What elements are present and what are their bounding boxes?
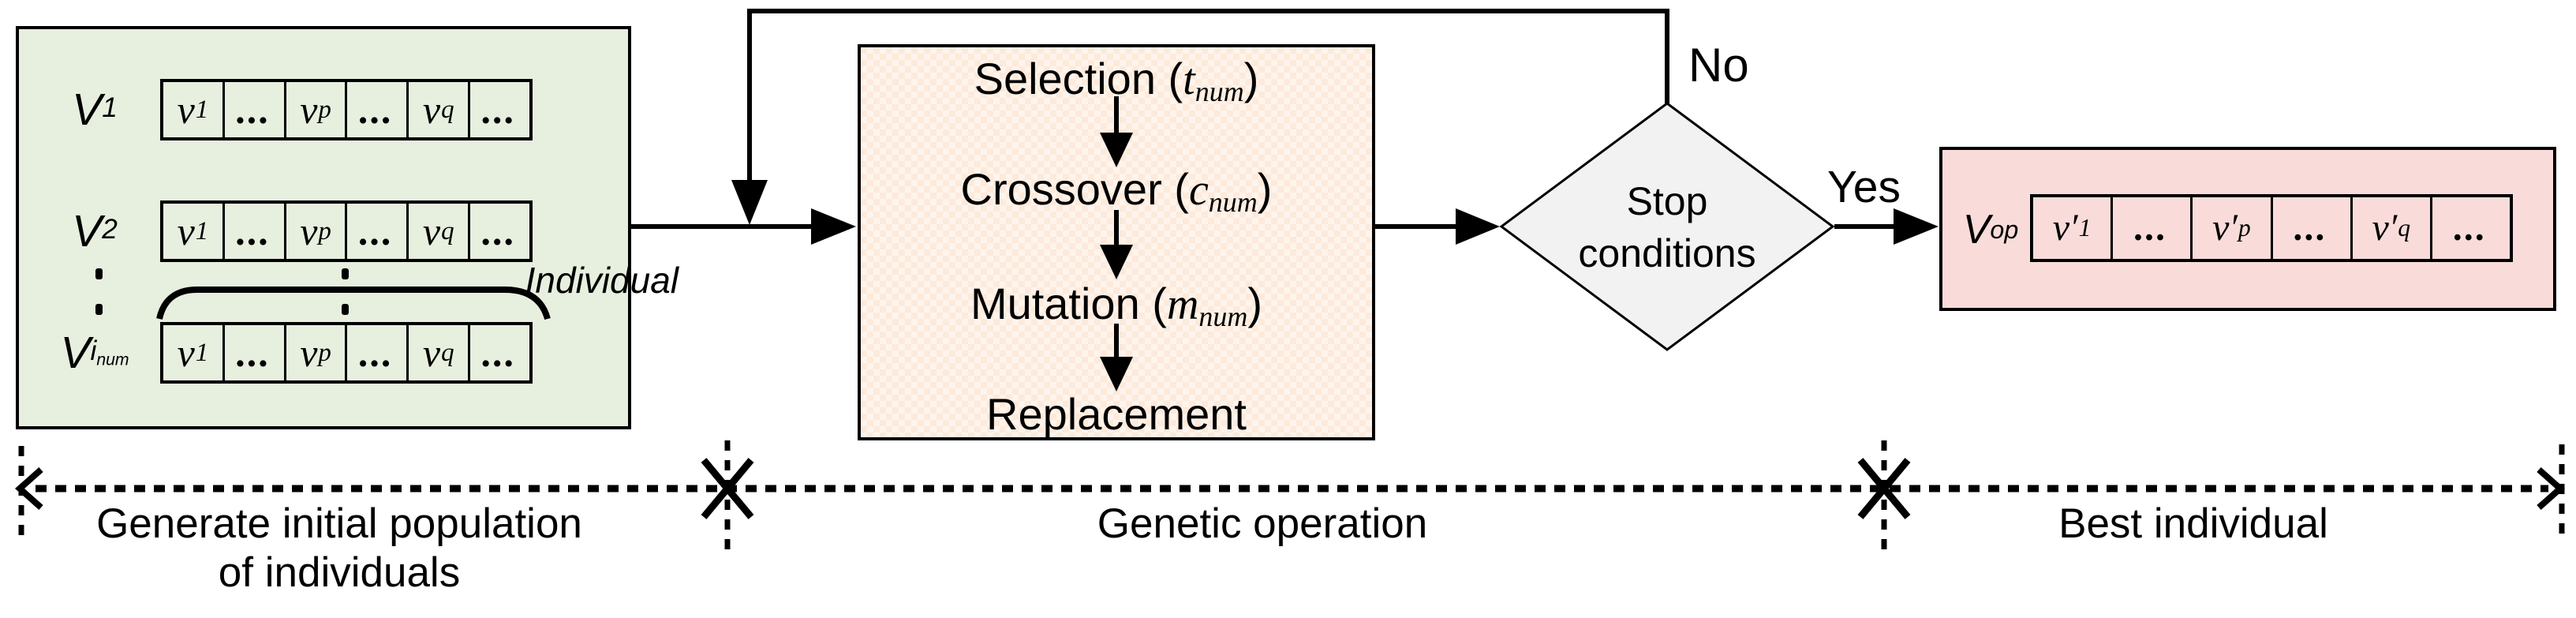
gene-cell-ellipsis: ...	[482, 88, 517, 132]
gene-cell-ellipsis: ...	[2113, 197, 2193, 259]
gene-cell: v′1	[2033, 197, 2114, 259]
phase-label-best-individual: Best individual	[2058, 500, 2328, 547]
step-replacement: Replacement	[986, 389, 1247, 439]
best-individual-box	[1939, 147, 2556, 311]
left-arrow-terminator	[14, 467, 43, 510]
gene-cell-ellipsis: ...	[2273, 197, 2353, 259]
gene-cell-ellipsis: ...	[225, 82, 286, 137]
individual-label: Individual	[525, 260, 679, 301]
gene-cell-ellipsis: ...	[347, 204, 409, 259]
gene-cell: v′q	[2353, 197, 2432, 259]
population-box	[16, 26, 631, 429]
right-arrow-terminator	[2537, 467, 2566, 510]
stop-conditions-label: Stop conditions	[1578, 179, 1756, 275]
gene-cell-ellipsis: ...	[225, 325, 286, 380]
gene-cell-ellipsis: ...	[347, 325, 409, 380]
phase-label-generate-population-line1: Generate initial population	[96, 500, 582, 547]
phase-label-genetic-operation: Genetic operation	[1097, 500, 1428, 547]
step-crossover: Crossover (cnum)	[960, 164, 1273, 219]
no-branch-label: No	[1688, 39, 1749, 92]
step-mutation: Mutation (mnum)	[970, 279, 1263, 333]
gene-cell: v′p	[2193, 197, 2273, 259]
best-individual-row: v′1 ... v′p ... v′q ...	[2030, 194, 2513, 262]
gene-cell-ellipsis: ...	[2454, 207, 2488, 249]
gene-cell-ellipsis: ...	[482, 331, 517, 375]
step-selection: Selection (tnum)	[974, 54, 1259, 108]
gene-cell-ellipsis: ...	[347, 82, 409, 137]
gene-cell-ellipsis: ...	[225, 204, 286, 259]
phase-label-generate-population-line2: of individuals	[218, 549, 461, 596]
gene-cell-ellipsis: ...	[482, 209, 517, 253]
yes-branch-label: Yes	[1827, 162, 1901, 212]
